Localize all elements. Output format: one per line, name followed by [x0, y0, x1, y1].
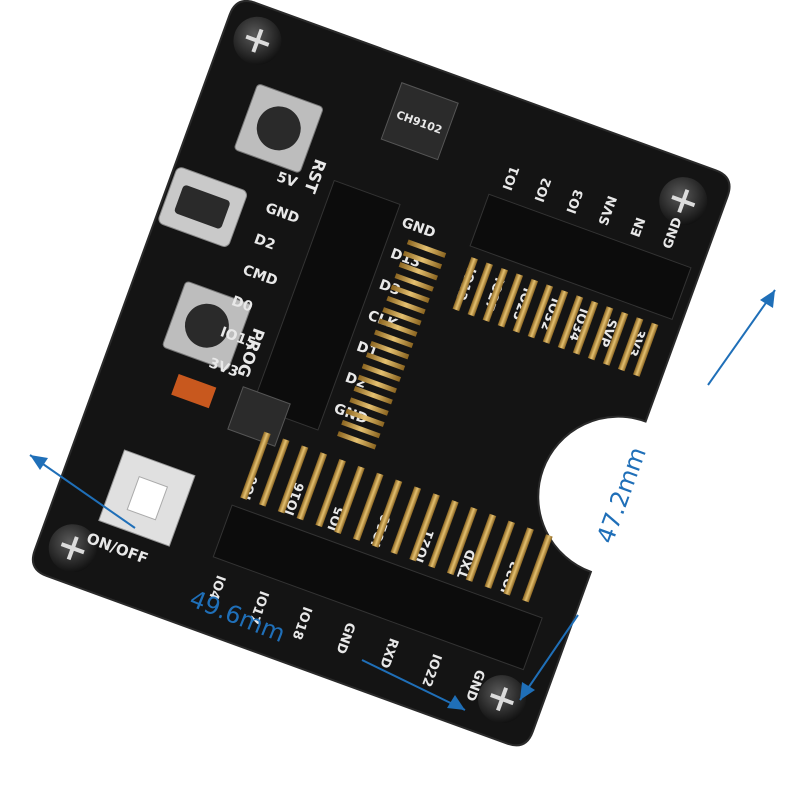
pin-label: EN	[629, 216, 650, 240]
height-label: 47.2mm	[591, 443, 652, 547]
header-pin	[341, 419, 381, 439]
header-pin	[503, 527, 534, 596]
screw-icon	[478, 675, 527, 724]
header-pin	[409, 493, 440, 562]
program-button	[162, 281, 252, 370]
header-pin	[315, 459, 346, 528]
screw-icon	[659, 177, 708, 226]
header-pin	[497, 273, 524, 328]
header-pin	[587, 306, 614, 361]
header-pin	[390, 284, 430, 303]
header-pin	[572, 300, 599, 355]
header-pin	[617, 317, 644, 372]
header-pin	[406, 239, 447, 258]
pin-label: D0	[229, 293, 255, 315]
header-pin	[428, 500, 459, 569]
top-pin-header	[469, 193, 692, 321]
pin-label: D2	[343, 370, 369, 392]
header-pin	[542, 289, 569, 344]
header-pin	[557, 295, 584, 350]
header-pin	[632, 322, 659, 377]
header-pin	[446, 506, 478, 576]
header-pin	[378, 318, 418, 337]
pin-label: 5V	[274, 169, 299, 191]
screw-icon	[233, 16, 282, 65]
header-pin	[352, 472, 384, 541]
header-pin	[371, 479, 403, 548]
pin-label: D3	[377, 277, 403, 299]
header-pin	[602, 311, 629, 366]
header-pin	[382, 307, 422, 326]
header-pin	[258, 438, 290, 507]
header-pin	[527, 284, 554, 339]
header-pin	[402, 250, 443, 270]
header-pin	[365, 352, 406, 371]
header-pin	[398, 262, 438, 281]
screw-icon	[48, 524, 97, 573]
usb-uart-chip: CH9102	[380, 82, 459, 161]
header-pin	[374, 329, 414, 349]
usb-port	[158, 167, 248, 247]
header-pin	[345, 408, 385, 427]
header-pin	[522, 534, 553, 603]
header-pin	[296, 452, 328, 521]
bottom-pin-header	[212, 504, 543, 671]
header-pin	[386, 295, 426, 315]
header-pin	[394, 273, 434, 292]
header-pin	[349, 397, 389, 416]
header-pin	[277, 445, 309, 514]
header-pin	[390, 486, 422, 555]
header-pin	[240, 431, 271, 500]
header-pin	[512, 278, 539, 333]
header-pin	[452, 256, 478, 312]
header-pin	[482, 267, 509, 323]
header-pin	[337, 431, 377, 450]
header-pin	[484, 520, 516, 589]
header-pin	[334, 465, 365, 535]
header-pin	[465, 513, 497, 582]
header-pin	[353, 386, 393, 405]
header-pin	[361, 363, 402, 382]
power-switch	[98, 449, 196, 547]
header-pin	[369, 340, 410, 360]
header-pin	[357, 374, 397, 394]
voltage-regulator	[171, 373, 291, 447]
reset-button	[234, 84, 323, 173]
pin-label: D2	[252, 231, 278, 253]
header-pin	[467, 262, 493, 317]
